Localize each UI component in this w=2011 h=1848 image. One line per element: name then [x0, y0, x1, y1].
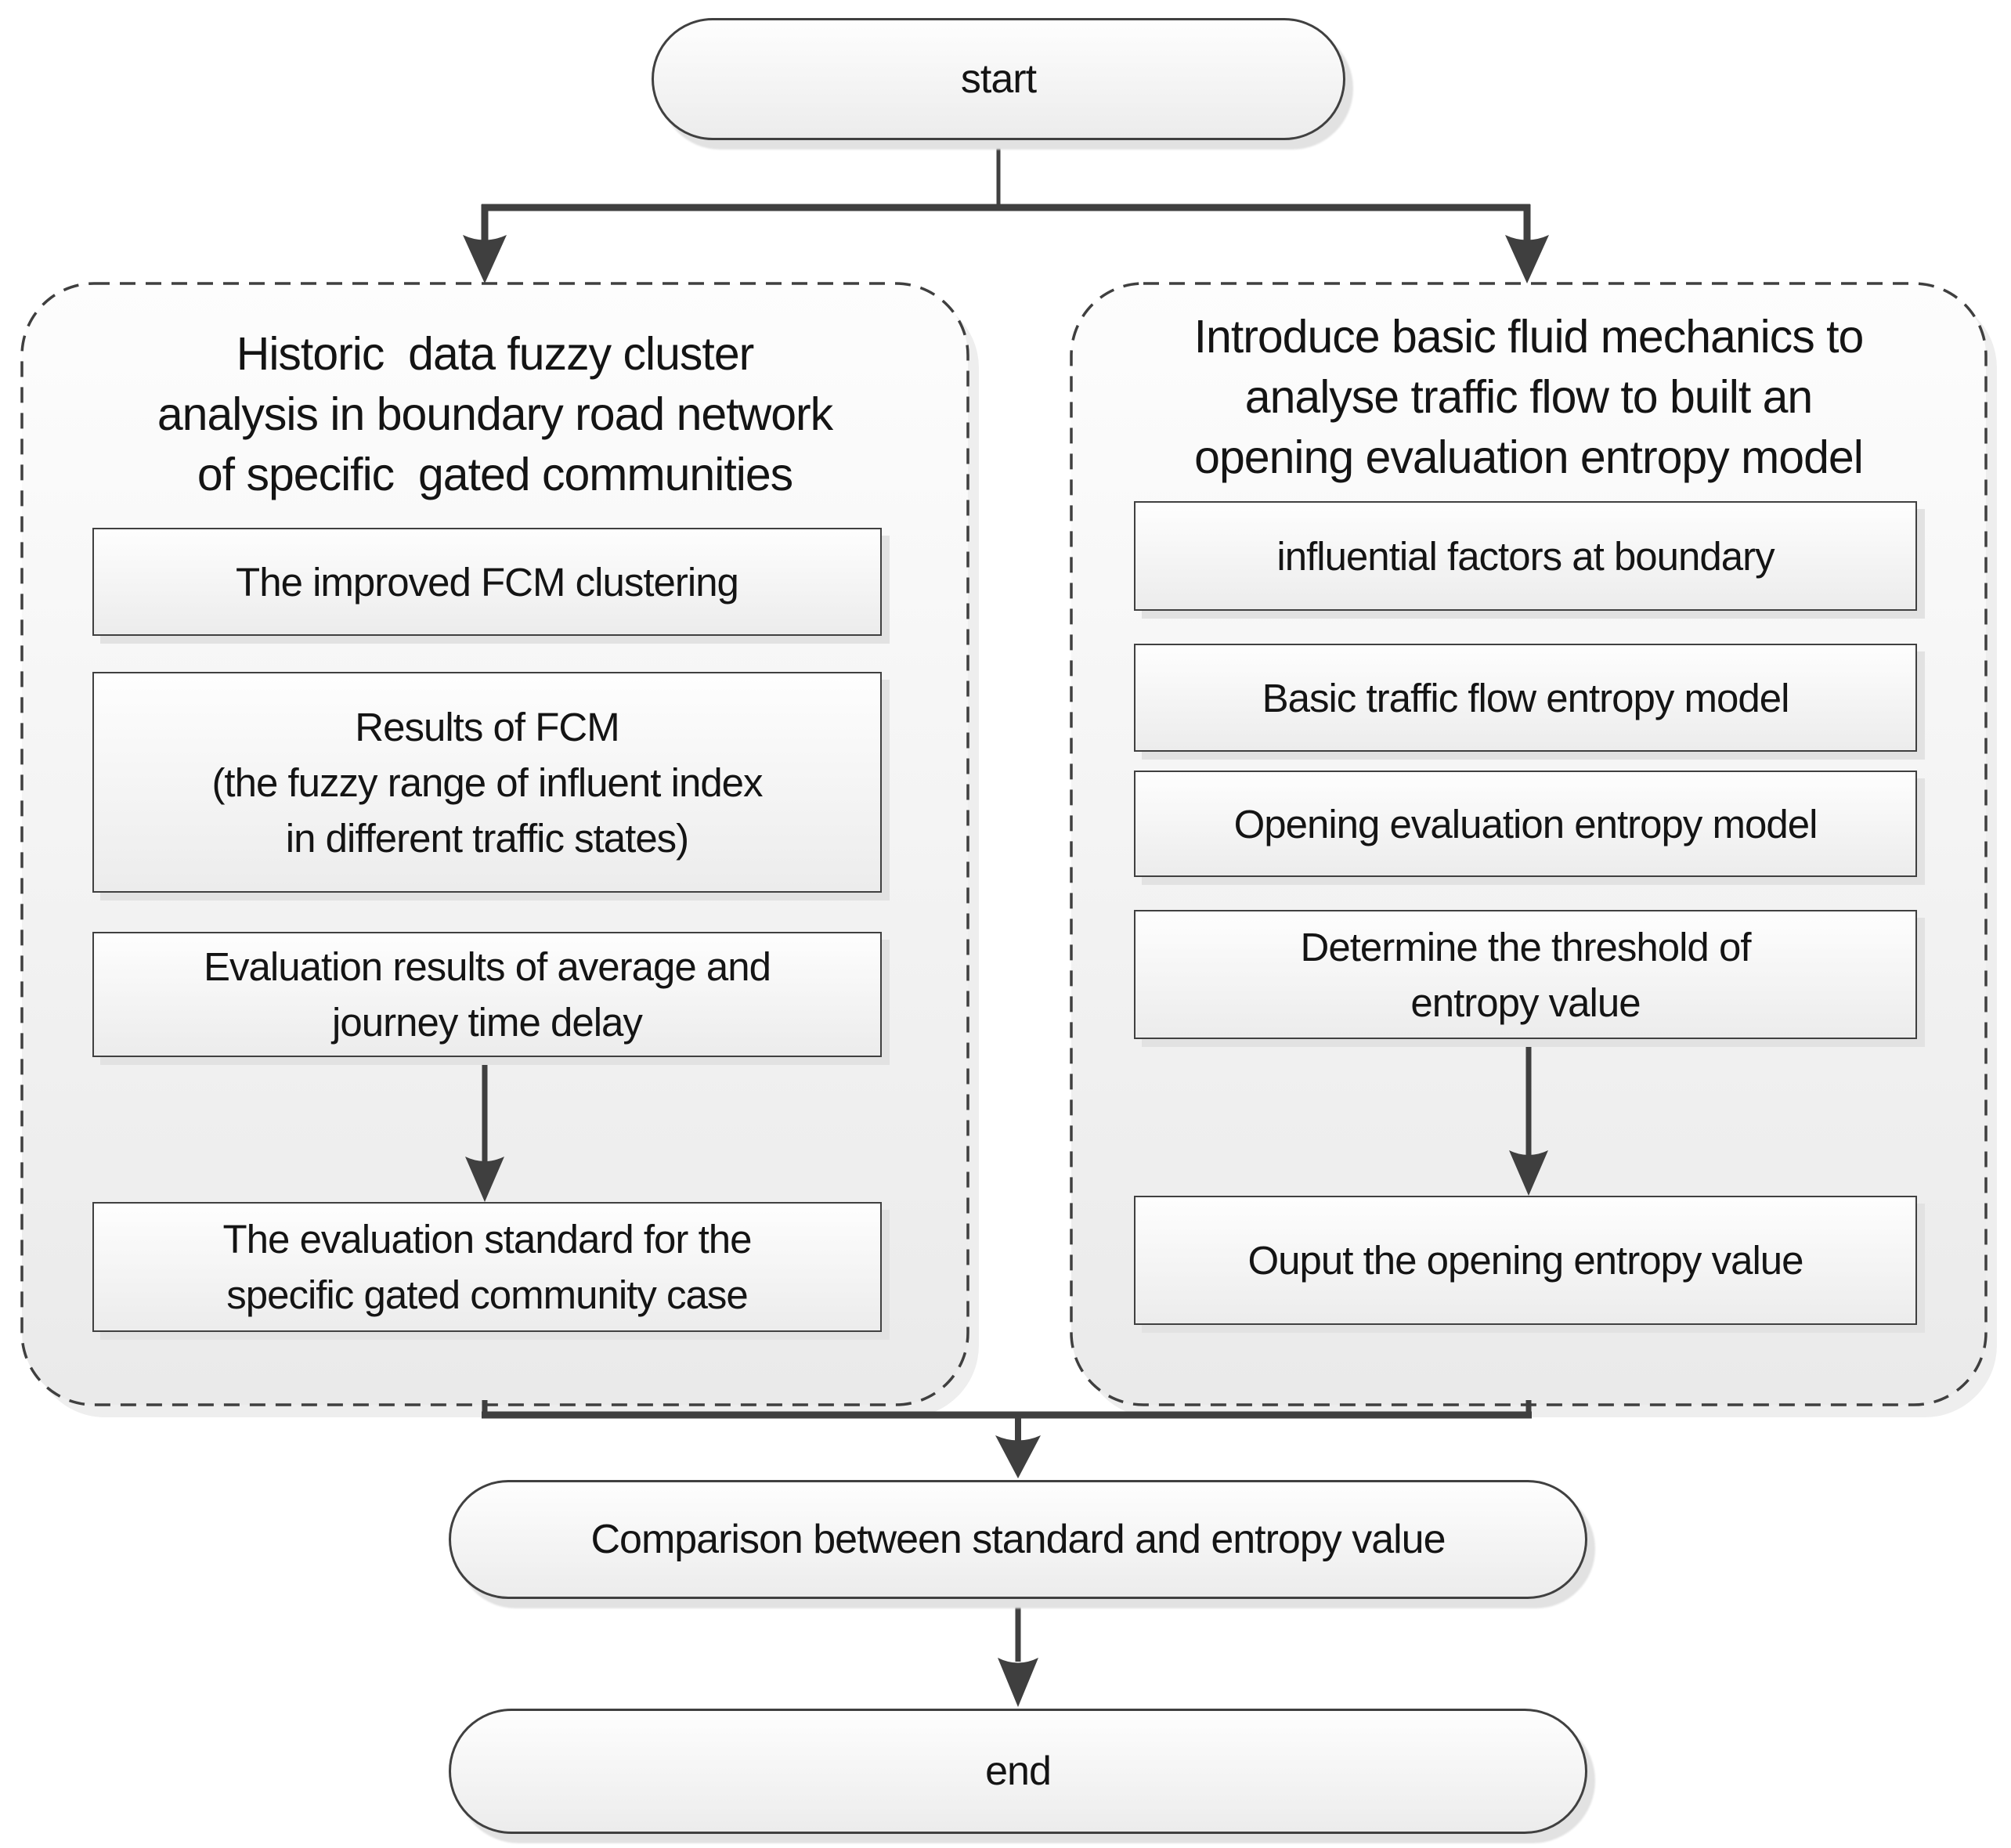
left-step-improved-fcm: The improved FCM clustering [92, 528, 882, 636]
left-step-evaluation-standard: The evaluation standard for the specific… [92, 1202, 882, 1332]
right-step-basic-entropy-model: Basic traffic flow entropy model [1134, 644, 1917, 752]
arrowhead-left-container [463, 235, 507, 283]
arrowhead-right-container [1505, 235, 1549, 283]
left-step-evaluation-results: Evaluation results of average and journe… [92, 932, 882, 1057]
right-branch-header: Introduce basic fluid mechanics to analy… [1193, 311, 1865, 483]
left-step-results-of-fcm: Results of FCM (the fuzzy range of influ… [92, 672, 882, 893]
start-node: start [652, 18, 1345, 140]
arrowhead-end [998, 1658, 1038, 1707]
end-label: end [985, 1749, 1052, 1794]
left-branch-header: Historic data fuzzy cluster analysis in … [157, 328, 833, 500]
start-label: start [960, 56, 1037, 102]
right-step-opening-entropy-model: Opening evaluation entropy model [1134, 771, 1917, 877]
right-step-threshold: Determine the threshold of entropy value [1134, 910, 1917, 1039]
arrowhead-right-inner [1509, 1150, 1548, 1196]
comparison-label: Comparison between standard and entropy … [590, 1517, 1446, 1562]
arrowhead-left-inner [465, 1157, 504, 1202]
end-node: end [449, 1709, 1587, 1834]
right-step-influential-factors: influential factors at boundary [1134, 501, 1917, 611]
right-step-output-entropy-value: Ouput the opening entropy value [1134, 1196, 1917, 1325]
arrowhead-comparison [995, 1435, 1041, 1478]
comparison-node: Comparison between standard and entropy … [449, 1480, 1587, 1599]
